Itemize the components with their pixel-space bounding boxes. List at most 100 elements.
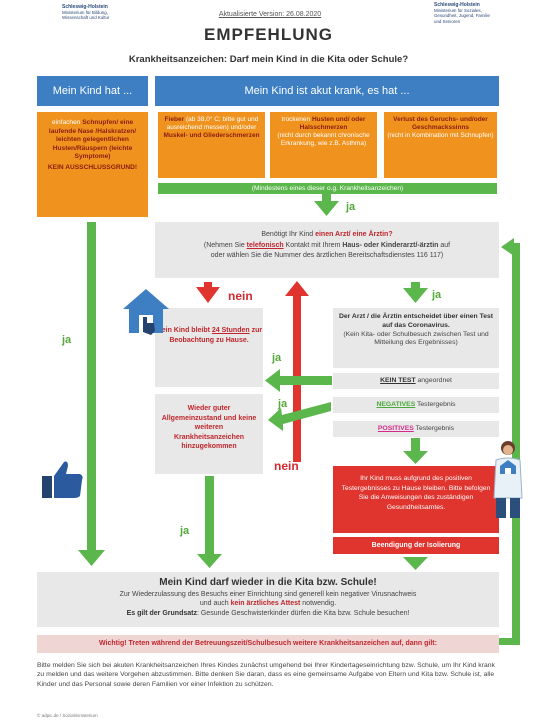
smell-detail: (nicht in Kombination mit Schnupfen) — [387, 132, 494, 139]
cough-text: Husten und/ oder Halsschmerzen — [299, 116, 366, 131]
house-icon — [123, 289, 169, 335]
page-title: EMPFEHLUNG — [204, 25, 333, 44]
doctor-line2-mid: Kontakt mit Ihrem — [283, 241, 343, 249]
doctor-decides-normal: (Kein Kita- oder Schulbesuch zwischen Te… — [343, 330, 489, 347]
cough-box: trockenen Husten und/ oder Halsschmerzen… — [270, 112, 377, 178]
doctor-question-box: Benötigt Ihr Kind einen Arzt/ eine Ärzti… — [155, 222, 499, 278]
logo-right-ministry: Ministerium für Soziales, — [434, 8, 482, 14]
recovered-box: Wieder guter Allgemeinzustand und keine … — [155, 394, 263, 474]
logo-right-ministry2: Gesundheit, Jugend, Familie — [434, 13, 490, 19]
isolation-end-text: Beendigung der Isolierung — [371, 542, 461, 549]
smell-text: Verlust des Geruchs- und/oder Geschmacks… — [393, 116, 488, 131]
no-test-row: KEIN TEST angeordnet — [333, 373, 499, 389]
ja-doctor-head — [403, 288, 428, 303]
thumbs-up-icon — [42, 461, 83, 498]
right-loop-top — [512, 244, 520, 252]
back-to-school-box: Mein Kind darf wieder in die Kita bzw. S… — [37, 572, 499, 627]
ja-label-recovered: ja — [180, 525, 190, 537]
logo-right-state: Schleswig-Holstein — [434, 2, 480, 8]
cough-pre: trockenen — [281, 116, 312, 123]
mild-symptoms-box: einfachen Schnupfen/ eine laufende Nase … — [37, 112, 148, 217]
muscle-pain-text: Muskel- und Gliederschmerzen — [163, 132, 260, 139]
positive-row: POSITIVES Testergebnis — [333, 421, 499, 437]
left-down-head — [78, 550, 105, 566]
doctor-line3: oder wählen Sie die Nummer des ärztliche… — [210, 252, 444, 259]
logo-right-ministry3: und Senioren — [434, 18, 461, 24]
nein-label-bottom: nein — [274, 459, 299, 473]
positive-down-shaft — [411, 438, 420, 452]
doctor-line2-post: auf — [438, 241, 451, 249]
ja-label-note: ja — [346, 201, 356, 213]
nein-down-shaft — [204, 282, 212, 288]
note-down-shaft — [322, 194, 331, 202]
note-down-head — [314, 201, 339, 216]
footer-text: Bitte melden Sie sich bei akuten Krankhe… — [37, 662, 495, 688]
doctor-line2-red: telefonisch — [246, 241, 284, 249]
no-test-label: KEIN TEST — [380, 377, 416, 384]
ja-label-left: ja — [62, 334, 72, 346]
doctor-icon — [493, 441, 523, 518]
positive-rest: Testergebnis — [413, 425, 455, 432]
ja-label-doctor: ja — [432, 289, 442, 301]
nein-up-shaft — [293, 294, 301, 462]
left-column-header: Mein Kind hat ... — [37, 76, 148, 106]
mild-symptoms-text: Schnupfen/ eine laufende Nase /Halskratz… — [48, 119, 137, 161]
left-down-shaft — [87, 222, 96, 552]
right-column-header-text: Mein Kind ist akut krank, es hat ... — [244, 85, 410, 97]
ja-doctor-shaft — [411, 282, 420, 289]
back-line2-red: kein ärztliches Attest — [230, 600, 301, 608]
back-line3-bold: Es gilt der Grundsatz — [126, 609, 197, 617]
ja-label-negative: ja — [278, 398, 288, 410]
no-test-left-head — [265, 369, 280, 392]
right-column-header: Mein Kind ist akut krank, es hat ... — [155, 76, 499, 106]
right-loop-top-shaft — [512, 243, 520, 251]
stay-home-b: 24 Stunden — [211, 327, 250, 334]
doctor-line2-pre: (Nehmen Sie — [203, 241, 247, 249]
isolation-end-box: Beendigung der Isolierung — [333, 537, 499, 554]
warning-bar: Wichtig! Treten während der Betreuungsze… — [37, 635, 499, 653]
left-column-header-text: Mein Kind hat ... — [52, 85, 133, 97]
mild-symptoms-pre: einfachen — [51, 119, 83, 126]
smell-box: Verlust des Geruchs- und/oder Geschmacks… — [384, 112, 497, 178]
logo-left-state: Schleswig-Holstein — [62, 4, 108, 10]
cough-detail: (nicht durch bekannt chronische Erkranku… — [277, 132, 370, 147]
positive-down-head — [403, 451, 428, 464]
back-title: Mein Kind darf wieder in die Kita bzw. S… — [159, 577, 377, 588]
no-test-left-shaft — [278, 376, 332, 385]
stay-home-box: Mein Kind bleibt 24 Stunden zur Beobacht… — [155, 308, 263, 387]
version-label: Aktualisierte Version: 26.08.2020 — [218, 11, 322, 18]
right-loop-bottom — [499, 638, 520, 645]
right-loop-head — [501, 238, 514, 256]
back-line2-post: notwendig. — [300, 600, 337, 608]
negative-row: NEGATIVES Testergebnis — [333, 397, 499, 413]
stay-home-c: zur Beobachtung zu Hause. — [169, 327, 263, 344]
logo-left-ministry: Ministerium für Bildung, — [62, 10, 108, 16]
nein-up-head — [285, 281, 309, 296]
credit-text: © adpic.de / Sozialministerium — [37, 713, 98, 718]
min-one-symptom-text: (Mindestens eines dieser o.g. Krankheits… — [251, 185, 404, 192]
doctor-question-red: einen Arzt/ eine Ärztin? — [315, 231, 393, 238]
logo-right: Schleswig-Holstein Ministerium für Sozia… — [434, 2, 524, 24]
doctor-question-pre: Benötigt Ihr Kind — [261, 231, 316, 238]
no-exclusion-text: KEIN AUSSCHLUSSGRUND! — [47, 163, 138, 171]
logo-left: Schleswig-Holstein Ministerium für Bildu… — [62, 4, 162, 21]
fever-detail: (ab 38,0° C; bitte gut und ausreichend m… — [166, 116, 259, 131]
nein-label-top: nein — [228, 289, 253, 303]
positive-label: POSITIVES — [377, 425, 414, 432]
ja-label-no-test: ja — [272, 352, 282, 364]
no-test-rest: angeordnet — [415, 377, 452, 384]
stay-home-a: Mein Kind bleibt — [155, 327, 212, 334]
warning-text: Wichtig! Treten während der Betreuungsze… — [99, 640, 437, 647]
isolation-text: Ihr Kind muss aufgrund des positiven Tes… — [341, 475, 491, 511]
back-line3-rest: : Gesunde Geschwisterkinder dürfen die K… — [196, 609, 410, 617]
doctor-decides-bold: Der Arzt / die Ärztin entscheidet über e… — [338, 313, 494, 329]
fever-text: Fieber — [164, 116, 185, 123]
isolation-box: Ihr Kind muss aufgrund des positiven Tes… — [333, 466, 499, 533]
negative-rest: Testergebnis — [415, 401, 456, 408]
back-line2-pre: und auch — [199, 600, 231, 608]
page-subtitle: Krankheitsanzeichen: Darf mein Kind in d… — [128, 54, 409, 65]
isolation-end-down-head — [403, 557, 428, 570]
fever-and-or: und/oder — [230, 124, 257, 131]
doctor-line2-bold: Haus- oder Kinderarzt/-ärztin — [342, 241, 439, 249]
fever-box: Fieber (ab 38,0° C; bitte gut und ausrei… — [158, 112, 265, 178]
